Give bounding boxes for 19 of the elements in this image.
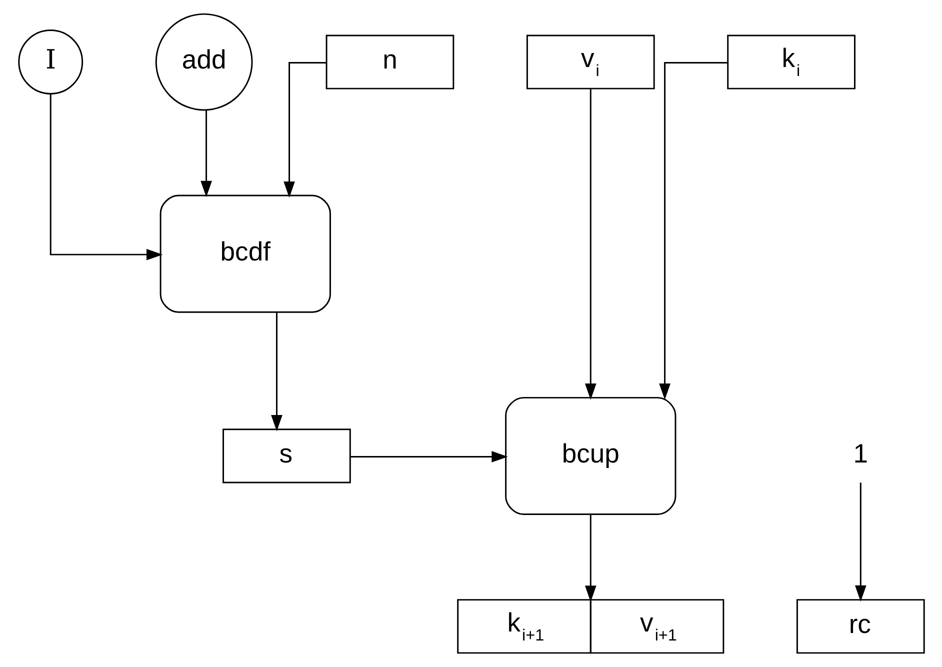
node-box: n	[325, 34, 454, 90]
node-box: s	[222, 428, 350, 484]
node-circle: I	[18, 30, 83, 94]
arrow	[584, 514, 596, 602]
node-box: bcup	[504, 396, 676, 515]
node-box: k$_{i}$	[726, 34, 855, 90]
arrow	[283, 62, 326, 198]
arrow	[200, 110, 212, 198]
node-box: v$_{i}$	[526, 34, 654, 90]
arrow	[49, 94, 162, 260]
arrow	[854, 482, 866, 602]
arrow	[270, 312, 282, 432]
arrow	[584, 89, 596, 400]
arrow	[350, 451, 508, 462]
node-box: rc	[796, 599, 924, 654]
node-text: 1	[852, 438, 868, 468]
arrow	[658, 62, 728, 400]
node-box: bcdf	[159, 194, 330, 313]
node-circle: add	[154, 13, 252, 111]
